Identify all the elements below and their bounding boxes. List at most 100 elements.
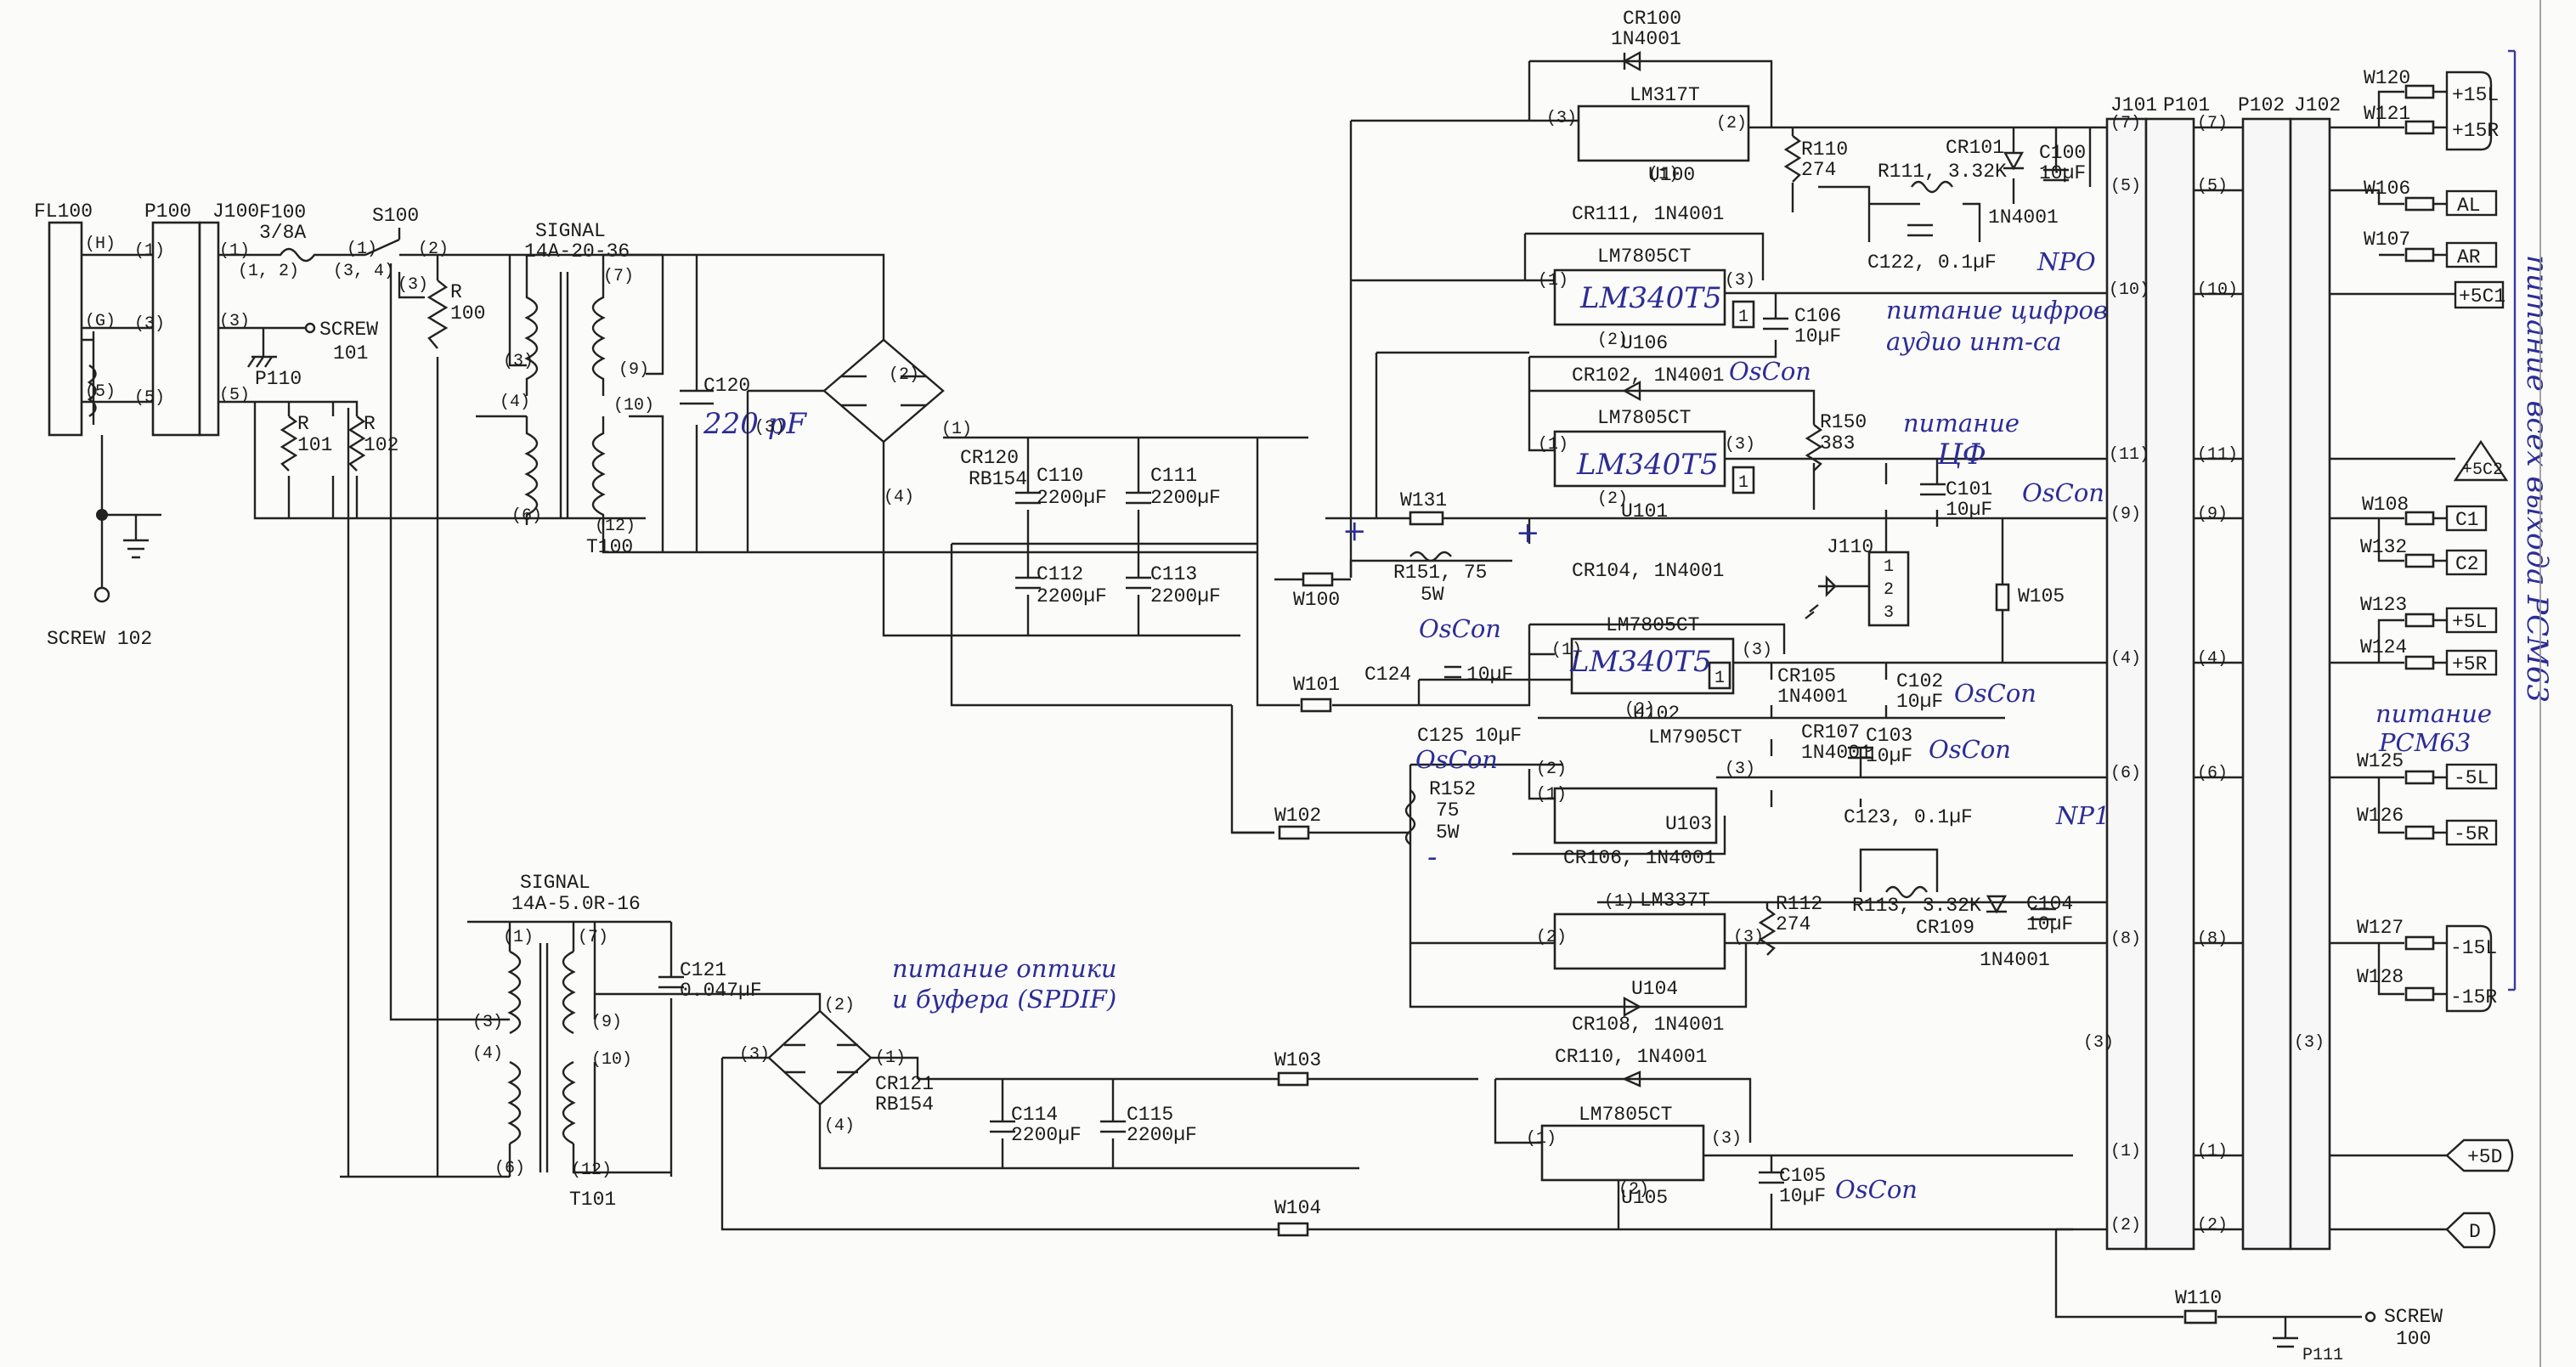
fl100-label: FL100 (34, 201, 93, 223)
u106-output-net (1529, 291, 2124, 359)
w124-label: W124 (2360, 636, 2407, 658)
t101-transformer: SIGNAL 14A-5.0R-16 (1) (7) (3) (9) (4) (… (340, 263, 762, 1211)
j100-connector (198, 221, 220, 437)
cr110-diode (1622, 1070, 1641, 1087)
u101-pin-box (1731, 466, 1755, 494)
cr106-label: CR106, 1N4001 (1563, 847, 1715, 869)
u106-pin1: (1) (1538, 271, 1568, 291)
w106-jumper (2404, 196, 2435, 212)
u103-pin3: (3) (1725, 760, 1755, 779)
r151-w: 5W (1421, 584, 1444, 606)
u102-ref: U102 (1633, 703, 1680, 725)
u102-pin3: (3) (1742, 641, 1772, 660)
j101-pin1: (1) (2110, 1142, 2141, 1161)
filter-coil (82, 331, 97, 425)
j100-pin1: (1) (219, 241, 250, 261)
cr104-label: CR104, 1N4001 (1572, 560, 1724, 582)
w132-label: W132 (2360, 536, 2407, 558)
r110-resistor (1783, 135, 1802, 183)
r102-resistor (347, 415, 366, 472)
u102-hw-subst: LM340T5 (1569, 645, 1712, 679)
u101-hw-subst: LM340T5 (1576, 448, 1719, 482)
c123-label: C123, 0.1µF (1844, 806, 1973, 828)
side-bracket (2508, 49, 2517, 991)
cr121-leads (595, 992, 1478, 1170)
t100-pin6: (6) (511, 506, 542, 526)
t101-pin10: (10) (591, 1050, 632, 1070)
c2-box (2445, 549, 2488, 576)
r101-r102-wires (218, 400, 518, 520)
u104-pin3: (3) (1733, 928, 1764, 947)
p110-ground (247, 355, 277, 368)
j101-pin10: (10) (2109, 280, 2149, 300)
t101-type: 14A-5.0R-16 (511, 893, 641, 915)
w124-jumper (2404, 655, 2435, 670)
cr100-diode (1622, 50, 1641, 72)
u102-regulator (1570, 637, 1735, 695)
r110-val: 274 (1801, 159, 1836, 181)
cr105-label: CR105 (1777, 665, 1836, 687)
f100-label: F100 (259, 201, 306, 223)
t100-primary-coils (524, 280, 539, 525)
pit-cf-line2: ЦФ (1936, 438, 1986, 472)
cr121-label: CR121 (875, 1073, 934, 1095)
u103-wires (1409, 763, 1726, 909)
ground-bus (2054, 1228, 2362, 1348)
cr120-label: CR120 (960, 447, 1019, 469)
w128-label: W128 (2357, 966, 2404, 988)
out-m15r: -15R (2450, 986, 2497, 1008)
cr108-label: CR108, 1N4001 (1572, 1014, 1724, 1036)
pit-cf-line1: питание (1903, 409, 2020, 438)
p101-pin11: (11) (2197, 445, 2238, 465)
fl-pin1: (H) (85, 234, 116, 254)
c103-oscon: OsCon (1929, 735, 2011, 764)
r111-label: R111, 3.32K (1878, 161, 2007, 183)
cr120-leads (697, 253, 1020, 552)
pit-cifr-line2: аудио инт-са (1886, 327, 2061, 356)
screw101-label: SCREW (319, 319, 378, 341)
r101-resistor (280, 415, 298, 472)
c100-val: 10µF (2039, 162, 2086, 184)
w105-label: W105 (2018, 585, 2065, 607)
u106-pin-box (1731, 300, 1755, 329)
output-wires (2330, 90, 2455, 1231)
r102-val: 102 (364, 434, 398, 456)
c1-box (2445, 505, 2488, 532)
u100-type: LM317T (1630, 84, 1700, 106)
t101-pin4: (4) (472, 1044, 503, 1064)
c110-c111-caps (1015, 436, 1308, 544)
p102-connector (2241, 117, 2292, 1251)
j101-label: J101 (2110, 94, 2157, 116)
r113-resistor (1885, 885, 1928, 899)
r111-resistor (1911, 180, 1953, 194)
pit-opt-line2: и буфера (SPDIF) (892, 985, 1116, 1014)
cr102-label: CR102, 1N4001 (1572, 364, 1724, 387)
bus-connectors: J101 P101 P102 J102 (7) (5) (10) (11) (9… (2054, 94, 2443, 1365)
out-c2: C2 (2455, 553, 2479, 575)
w110-jumper (2183, 1309, 2217, 1325)
c103-val: 10µF (1866, 745, 1912, 767)
u101-hw-one: 1 (1738, 473, 1748, 493)
al-box (2445, 189, 2498, 217)
j101-pin9: (9) (2110, 505, 2141, 524)
u101-regulator (1553, 430, 1726, 488)
c125-val: 10µF (1475, 725, 1522, 747)
cr120-neg-rail (882, 518, 1240, 637)
r100-label: R (450, 281, 462, 303)
c121-capacitor (658, 922, 684, 1177)
w131-jumper (1409, 511, 1444, 526)
p101-pin10: (10) (2197, 280, 2238, 300)
t100-pin10: (10) (613, 396, 654, 415)
j110-label: J110 (1827, 536, 1873, 558)
p101-label: P101 (2163, 94, 2210, 116)
c114-label: C114 (1011, 1104, 1058, 1126)
cr109-diode (1986, 895, 2008, 914)
bus-jumpers (2194, 126, 2243, 1231)
c121-val: 0.047µF (680, 980, 762, 1002)
u100-ref: U100 (1648, 164, 1695, 186)
p100-pin1: (1) (134, 241, 165, 261)
screw102-label: SCREW 102 (47, 628, 152, 650)
ar-box (2445, 241, 2498, 268)
t101-ref: T101 (569, 1189, 616, 1211)
u100-pin2: (2) (1716, 114, 1747, 133)
